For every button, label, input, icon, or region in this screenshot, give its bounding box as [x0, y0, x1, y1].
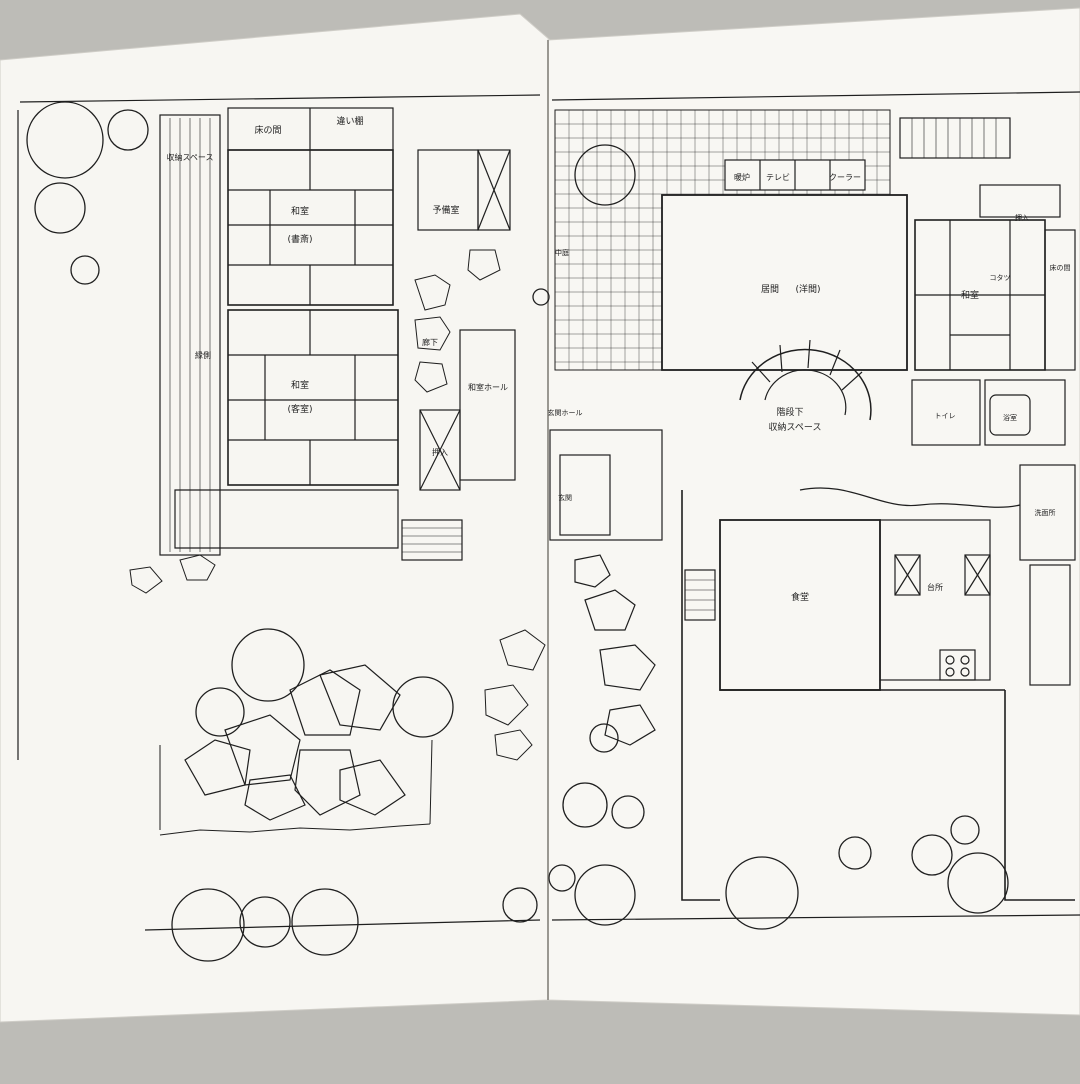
- engawa-boards: [169, 118, 211, 552]
- left-plan: [17, 94, 550, 962]
- label-niwa: 中庭: [555, 248, 569, 257]
- label-cooler: クーラー: [829, 173, 861, 182]
- label-chigaidana: 違い棚: [336, 115, 363, 127]
- bathroom: [984, 379, 1066, 446]
- label-shokudo: 食堂: [791, 591, 809, 603]
- living-room: [661, 194, 908, 371]
- label-toilet: トイレ: [935, 412, 956, 420]
- label-daidokoro: 台所: [927, 582, 943, 592]
- deck-bottom: [174, 489, 399, 549]
- label-washitsu-right: 和室: [961, 289, 979, 301]
- left-oshiire-2: [419, 409, 461, 491]
- engawa-deck: [159, 114, 221, 556]
- stair-entry: [401, 519, 463, 561]
- washitsu-bottom: [227, 309, 399, 486]
- genkan: [559, 454, 611, 536]
- tokonoma-right: [1044, 229, 1076, 371]
- oshiire-right: [979, 184, 1061, 218]
- labels-left: 和室 (書斎) 和室 (客室) 床の間 違い棚 収納スペース 縁側 予備室 押入…: [166, 115, 569, 457]
- label-genkan-hall: 玄関ホール: [548, 408, 583, 417]
- label-washitsu-top: 和室: [291, 205, 309, 217]
- left-top-border: [19, 94, 541, 103]
- trees-right: [548, 144, 1009, 930]
- label-washitsu-bottom-sub: (客室): [287, 403, 312, 415]
- label-terebi: テレビ: [766, 173, 790, 182]
- label-tokonoma-right: 床の間: [1050, 263, 1071, 272]
- garden-border: [159, 739, 433, 836]
- label-washitsu-bottom: 和室: [291, 379, 309, 391]
- label-yobi: 予備室: [432, 204, 459, 216]
- label-genkan: 玄関: [558, 493, 572, 502]
- right-bottom-border: [551, 914, 1080, 921]
- pages: [0, 7, 1080, 1023]
- label-ima: 居間: [761, 284, 779, 295]
- label-stair-storage: 収納スペース: [769, 421, 822, 433]
- outer-wall-lower: [681, 490, 720, 901]
- label-washitsu-hall: 和室ホール: [468, 382, 508, 392]
- stair-flight: [684, 569, 716, 621]
- hallway-wave: [799, 487, 1021, 508]
- washitsu-hall: [459, 329, 516, 481]
- spiral-stair: [739, 339, 872, 421]
- right-page: [547, 7, 1080, 1016]
- trees-left: [26, 101, 550, 962]
- outer-wall-east: [1004, 690, 1075, 901]
- washroom: [1019, 464, 1076, 561]
- label-kotatsu: コタツ: [990, 273, 1011, 282]
- label-engawa: 縁側: [195, 350, 211, 360]
- label-toko: 床の間: [254, 124, 281, 136]
- label-roka: 廊下: [422, 337, 438, 347]
- label-yokushitsu: 浴室: [1003, 413, 1017, 422]
- labels-right: 居間 (洋間) 暖炉 テレビ クーラー 和室 コタツ 床の間 押入 トイレ 浴室…: [548, 172, 1071, 603]
- genkan-hall: [549, 429, 663, 541]
- label-oshiire-left: 押入: [432, 447, 448, 457]
- toilet-room: [911, 379, 981, 446]
- label-storage: 収納スペース: [166, 152, 213, 162]
- oshiire-left: [477, 149, 511, 231]
- kitchen: [879, 519, 991, 681]
- stepping-stones: [129, 249, 546, 761]
- stepping-stones-right: [574, 554, 656, 746]
- label-senmenjo: 洗面所: [1035, 508, 1056, 517]
- right-plan: [548, 91, 1080, 930]
- label-stair-under: 階段下: [776, 406, 803, 418]
- label-oshiire-right: 押入: [1015, 213, 1029, 222]
- label-danro: 暖炉: [734, 172, 750, 182]
- label-ima-sub: (洋間): [795, 283, 820, 295]
- left-bottom-border: [144, 919, 541, 931]
- left-page: [0, 13, 551, 1023]
- label-washitsu-top-sub: (書斎): [287, 233, 312, 245]
- right-top-border: [551, 91, 1080, 101]
- rock-garden: [184, 664, 406, 821]
